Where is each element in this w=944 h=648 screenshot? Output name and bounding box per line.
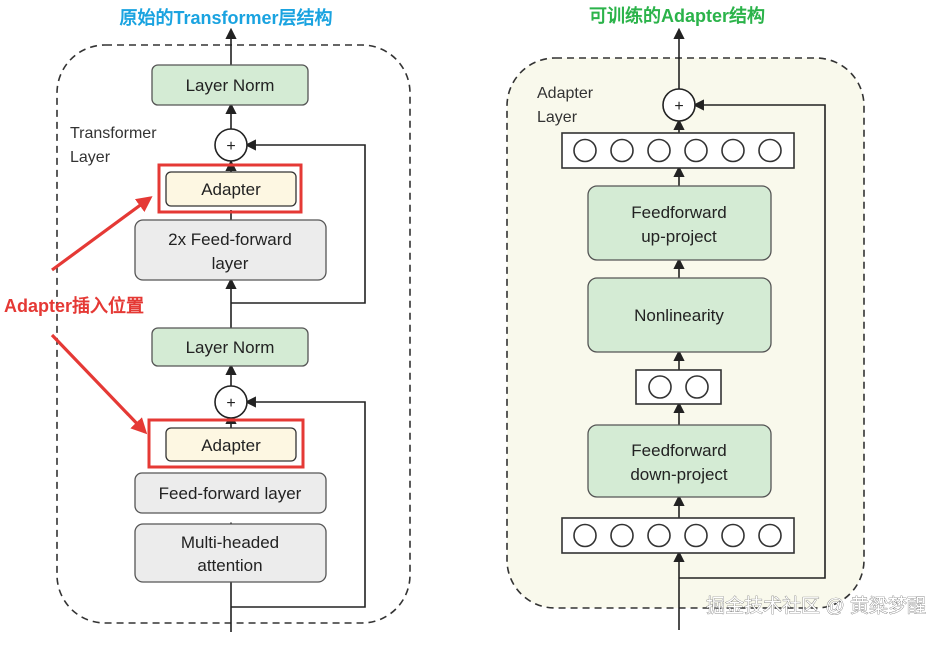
input-neuron: [573, 523, 597, 548]
input-neuron: [647, 523, 671, 548]
feedforward-up-project-label-line2: up-project: [641, 227, 717, 246]
feedforward-down-project-label-line2: down-project: [630, 465, 728, 484]
layer-norm-mid: [151, 327, 309, 367]
nonlinearity-label: Nonlinearity: [634, 306, 724, 325]
adapter-top-highlight: [157, 163, 303, 214]
watermark: 掘金技术社区 @ 黄粱梦醒: [706, 595, 926, 617]
adapter-top-label: Adapter: [201, 180, 261, 199]
input-neuron: [684, 523, 708, 548]
multi-headed-attention-label-line2: attention: [197, 556, 262, 575]
adapter-layer-label-line1: Adapter: [537, 85, 594, 102]
adapter-layer-label-line2: Layer: [537, 109, 578, 126]
adapter-insert-annotation: Adapter插入位置: [4, 295, 144, 316]
output-neuron: [721, 138, 745, 163]
feed-forward-box: [134, 472, 327, 514]
feedforward-up-project-label-line1: Feedforward: [631, 203, 726, 222]
feed-forward-2x-label-line2: layer: [212, 254, 249, 273]
adapter-bottom: [165, 427, 297, 462]
annotation-arrow-to-top-adapter: [51, 196, 153, 272]
multi-headed-attention-box: [134, 523, 327, 583]
left-title: 原始的Transformer层结构: [119, 7, 332, 28]
feedforward-down-project-box: [587, 424, 772, 498]
output-neuron: [684, 138, 708, 163]
output-neuron: [610, 138, 634, 163]
feedforward-down-project-label-line1: Feedforward: [631, 441, 726, 460]
feed-forward-label: Feed-forward layer: [159, 484, 302, 503]
output-neuron: [758, 138, 782, 163]
bottleneck-neuron: [685, 375, 709, 399]
layer-norm-top: [151, 64, 309, 106]
layer-norm-top-label: Layer Norm: [186, 76, 275, 95]
layer-norm-mid-label: Layer Norm: [186, 338, 275, 357]
adapter-top: [165, 171, 297, 207]
add-node-bottom: [214, 385, 248, 419]
adapter-skip-connection: [679, 99, 826, 579]
annotation-arrow-to-bottom-adapter: [50, 333, 148, 435]
add-node-top: [214, 128, 248, 162]
input-neuron: [721, 523, 745, 548]
nonlinearity-box: [587, 277, 772, 353]
adapter-add-node: [662, 88, 696, 122]
transformer-layer-label-line2: Layer: [70, 149, 111, 166]
add-node-bottom-symbol: +: [226, 395, 235, 412]
right-title: 可训练的Adapter结构: [589, 5, 765, 26]
input-neuron: [758, 523, 782, 548]
adapter-bottom-highlight: [147, 418, 305, 469]
transformer-layer-label-line1: Transformer: [70, 125, 157, 142]
residual-connection-top: [231, 139, 366, 304]
feed-forward-2x-label-line1: 2x Feed-forward: [168, 230, 292, 249]
output-vector: [561, 132, 795, 169]
input-neuron: [610, 523, 634, 548]
adapter-add-node-symbol: +: [674, 98, 683, 115]
multi-headed-attention-label-line1: Multi-headed: [181, 533, 279, 552]
output-neuron: [647, 138, 671, 163]
bottleneck-neuron: [648, 375, 672, 399]
adapter-bottom-label: Adapter: [201, 436, 261, 455]
residual-connection-bottom: [231, 396, 366, 608]
add-node-top-symbol: +: [226, 138, 235, 155]
input-vector: [561, 517, 795, 554]
output-neuron: [573, 138, 597, 163]
feedforward-up-project-box: [587, 185, 772, 261]
feed-forward-2x-box: [134, 219, 327, 281]
